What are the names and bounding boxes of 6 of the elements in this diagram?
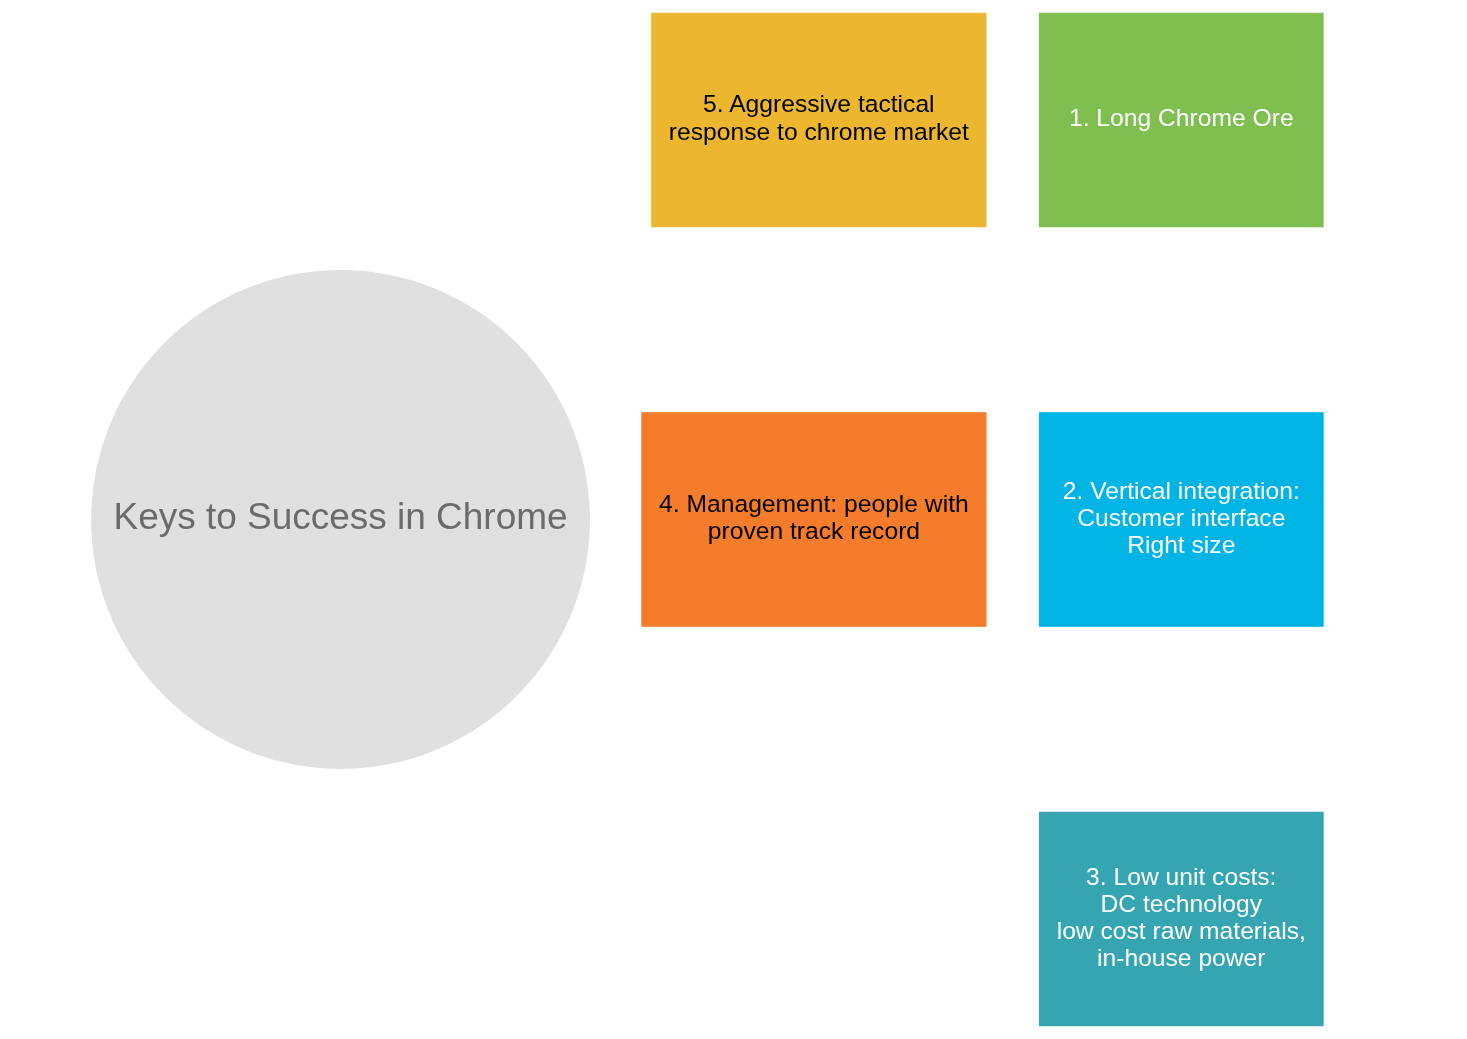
node-box: 4. Management: people with proven track record: [640, 412, 986, 627]
node-circle: Keys to Success in Chrome: [90, 270, 590, 769]
node-box: 1. Long Chrome Ore: [1038, 12, 1324, 228]
node-box: 2. Vertical integration: Customer interface Right size: [1038, 412, 1324, 627]
node-box: 5. Aggressive tactical response to chrome market: [650, 12, 986, 228]
node-box: 3. Low unit costs: DC technology low cost raw materials, in-house power: [1038, 811, 1324, 1027]
